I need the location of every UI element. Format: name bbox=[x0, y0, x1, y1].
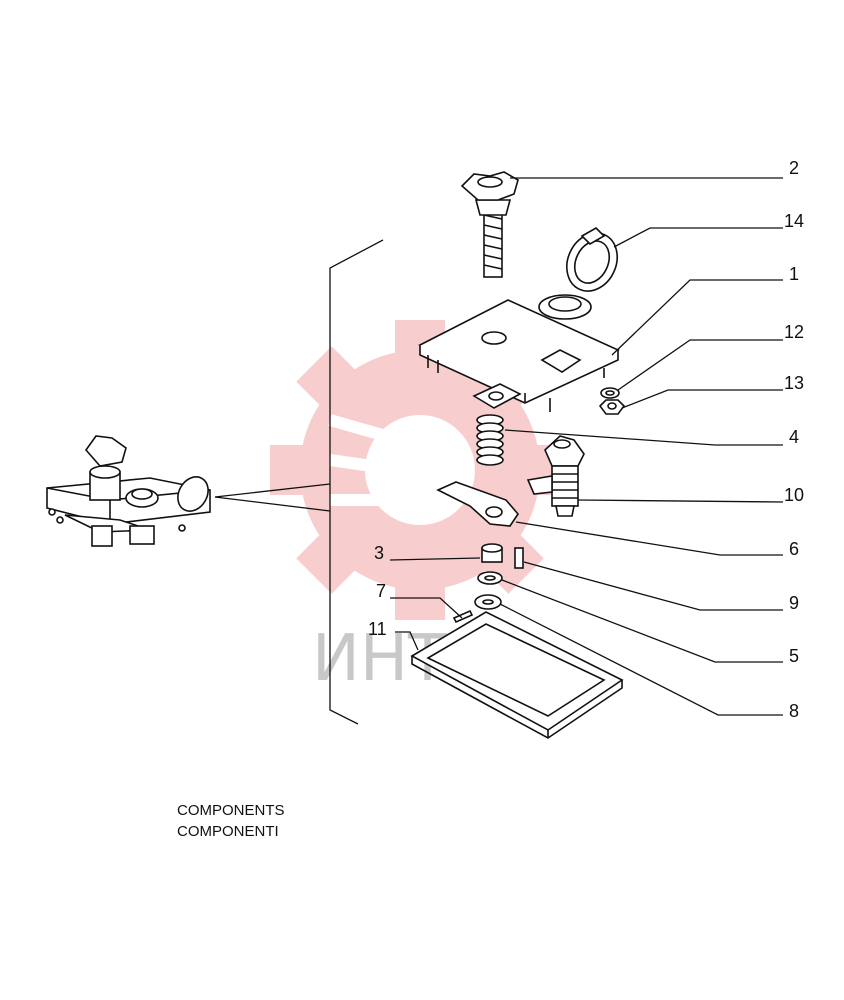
callout-11: 11 bbox=[368, 619, 387, 639]
part-nut-13 bbox=[598, 399, 626, 415]
caption-line-italian: COMPONENTI bbox=[177, 823, 279, 840]
part-lever bbox=[436, 481, 520, 527]
part-spring-washer bbox=[477, 571, 503, 585]
part-knob-screw bbox=[460, 171, 519, 278]
part-washer-12 bbox=[600, 387, 620, 399]
leader-lines bbox=[389, 177, 784, 716]
callout-3: 3 bbox=[374, 543, 384, 563]
callout-10: 10 bbox=[784, 485, 804, 505]
callout-9: 9 bbox=[789, 593, 799, 613]
callout-6: 6 bbox=[789, 539, 799, 559]
exploded-view-bracket bbox=[214, 239, 384, 725]
part-cover-plate bbox=[418, 299, 620, 412]
callout-4: 4 bbox=[789, 427, 799, 447]
callout-13: 13 bbox=[784, 373, 804, 393]
callout-2: 2 bbox=[789, 158, 799, 178]
figure-caption: COMPONENTS COMPONENTI bbox=[177, 800, 285, 842]
caption-line-english: COMPONENTS bbox=[177, 802, 285, 819]
part-gasket bbox=[410, 611, 624, 739]
part-pin bbox=[514, 547, 524, 569]
part-small-pin bbox=[452, 609, 474, 624]
callout-labels: 2 14 1 12 13 4 10 6 9 5 8 3 7 11 bbox=[368, 158, 804, 721]
callout-8: 8 bbox=[789, 701, 799, 721]
callout-5: 5 bbox=[789, 646, 799, 666]
assembled-unit-illustration bbox=[46, 435, 211, 547]
callout-14: 14 bbox=[784, 211, 804, 231]
callout-1: 1 bbox=[789, 264, 799, 284]
part-cap bbox=[538, 227, 618, 320]
part-washer-8 bbox=[474, 594, 502, 610]
part-bush bbox=[481, 543, 503, 563]
callout-12: 12 bbox=[784, 322, 804, 342]
callout-7: 7 bbox=[376, 581, 386, 601]
part-lock-cylinder bbox=[526, 435, 585, 517]
part-spring bbox=[476, 414, 504, 466]
